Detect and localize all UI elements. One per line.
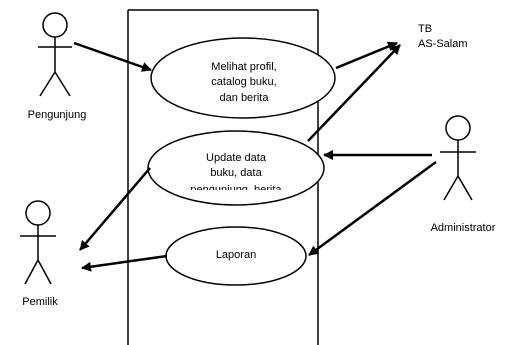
use-case-update-line-3: pengunjung, berita [190, 184, 282, 196]
use-case-update [147, 130, 325, 206]
use-case-update-line-1: Update data [206, 152, 267, 164]
actor-label-administrator: Administrator [431, 222, 496, 234]
actor-label-pemilik: Pemilik [22, 296, 58, 308]
arrow-pengunjung-to-melihat [73, 41, 152, 72]
actor-label-pengunjung: Pengunjung [28, 109, 87, 121]
use-case-melihat [150, 37, 336, 119]
actor-administrator [440, 115, 476, 201]
arrow-update-to-tb [307, 44, 401, 142]
arrow-melihat-to-tb [335, 41, 398, 70]
use-case-melihat-line-3: dan berita [220, 92, 270, 104]
use-case-melihat-line-1: Melihat profil, [211, 61, 276, 73]
use-case-melihat-line-2: catalog buku, [211, 76, 276, 88]
arrow-administrator-to-laporan [308, 160, 437, 257]
arrow-laporan-to-pemilik [81, 254, 168, 272]
external-label-tb: TB [418, 23, 432, 35]
actor-pengunjung [38, 12, 72, 97]
arrow-update-to-pemilik [79, 167, 151, 251]
actor-pemilik [20, 200, 56, 285]
use-case-laporan-label: Laporan [216, 249, 256, 261]
use-case-update-line-2: buku, data [210, 167, 262, 179]
external-label-as-salam: AS-Salam [418, 38, 468, 50]
